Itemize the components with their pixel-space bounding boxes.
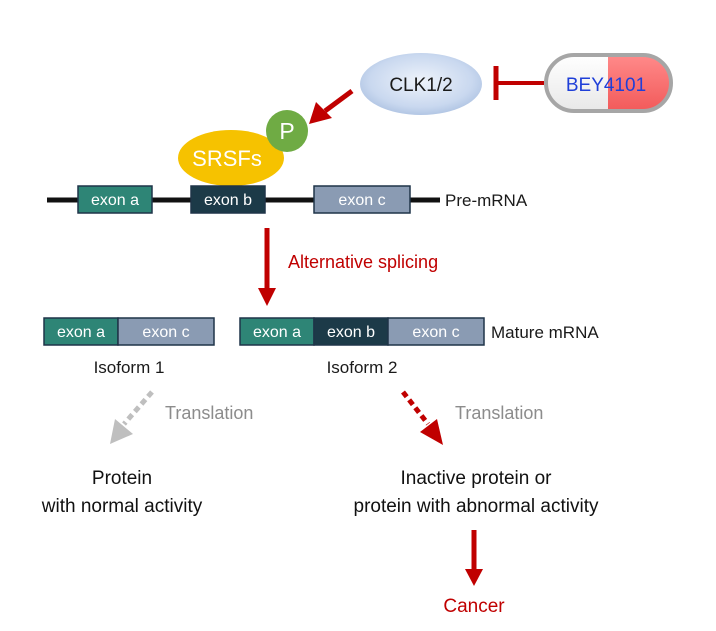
isoform2-translation-label: Translation <box>455 403 543 423</box>
svg-text:exon c: exon c <box>338 192 385 209</box>
pre-mrna-label: Pre-mRNA <box>445 191 528 210</box>
svg-text:exon c: exon c <box>142 324 189 341</box>
isoform2-outcome-line1: Inactive protein or <box>400 468 552 489</box>
isoform1-outcome-line1: Protein <box>92 468 152 489</box>
srsf-splicing-factor: SRSFs <box>178 130 284 186</box>
inhibition-arrow <box>493 66 544 100</box>
isoform1-translation-label: Translation <box>165 403 253 423</box>
isoform1-exon-c: exon c <box>117 317 215 346</box>
srsf-label: SRSFs <box>192 146 262 171</box>
isoform1-translation-arrow <box>110 390 154 444</box>
phosphorylation-arrow <box>309 88 354 124</box>
isoform2-translation-arrow <box>401 390 443 445</box>
isoform2-exon-a: exon a <box>239 317 315 346</box>
bey4101-capsule: BEY4101 <box>544 53 673 113</box>
kinase-label: CLK1/2 <box>389 75 452 96</box>
svg-text:exon a: exon a <box>57 324 105 341</box>
isoform2-label: Isoform 2 <box>327 358 398 377</box>
isoform2-outcome-line2: protein with abnormal activity <box>354 496 599 517</box>
isoform1-label: Isoform 1 <box>94 358 165 377</box>
result-label: Cancer <box>443 596 505 617</box>
phosphate-node: P <box>266 110 308 152</box>
svg-text:exon a: exon a <box>253 324 301 341</box>
isoform1-exon-a: exon a <box>43 317 119 346</box>
inhibitor-label: BEY4101 <box>566 75 646 96</box>
process-label: Alternative splicing <box>288 252 438 272</box>
svg-text:exon b: exon b <box>204 192 252 209</box>
svg-text:exon a: exon a <box>91 192 139 209</box>
splicing-arrow <box>258 228 276 306</box>
isoform2-exon-c: exon c <box>387 317 485 346</box>
pre-mrna-exon-c: exon c <box>313 185 411 214</box>
pre-mrna-exon-b: exon b <box>190 185 266 214</box>
clk-kinase-node: CLK1/2 <box>360 53 482 115</box>
cancer-arrow <box>465 530 483 586</box>
svg-text:exon c: exon c <box>412 324 459 341</box>
svg-text:exon b: exon b <box>327 324 375 341</box>
isoform1-outcome-line2: with normal activity <box>41 496 203 517</box>
isoform2-exon-b: exon b <box>313 317 389 346</box>
phosphate-label: P <box>279 118 294 144</box>
isoform2-mrna: exon a exon b exon c <box>239 317 485 346</box>
pre-mrna: exon a exon b exon c Pre-mRNA <box>47 185 528 214</box>
isoform1-mrna: exon a exon c <box>43 317 215 346</box>
pre-mrna-exon-a: exon a <box>77 185 153 214</box>
mature-mrna-label: Mature mRNA <box>491 323 599 342</box>
